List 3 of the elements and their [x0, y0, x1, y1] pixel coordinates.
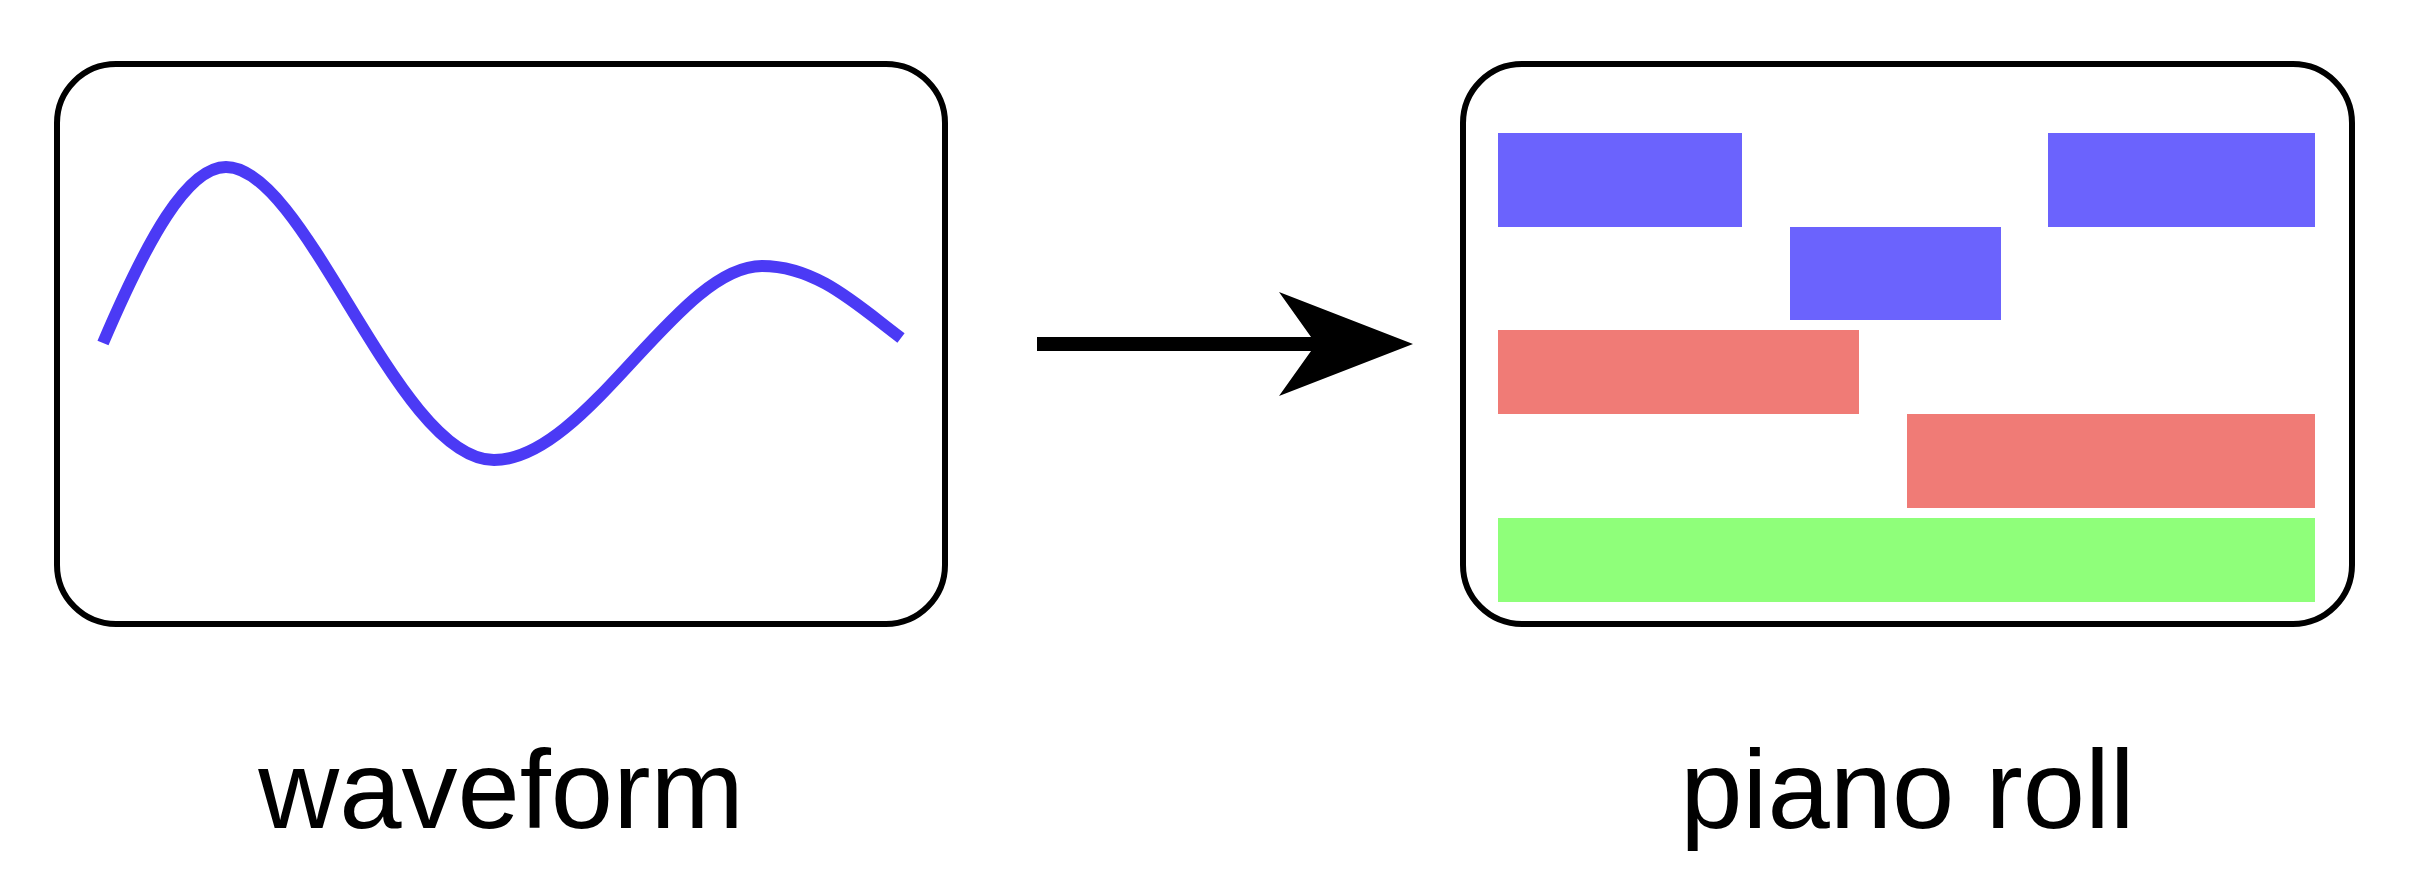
node-label: waveform: [258, 726, 744, 854]
node-label: piano roll: [1680, 726, 2135, 854]
arrow: [1037, 292, 1413, 396]
